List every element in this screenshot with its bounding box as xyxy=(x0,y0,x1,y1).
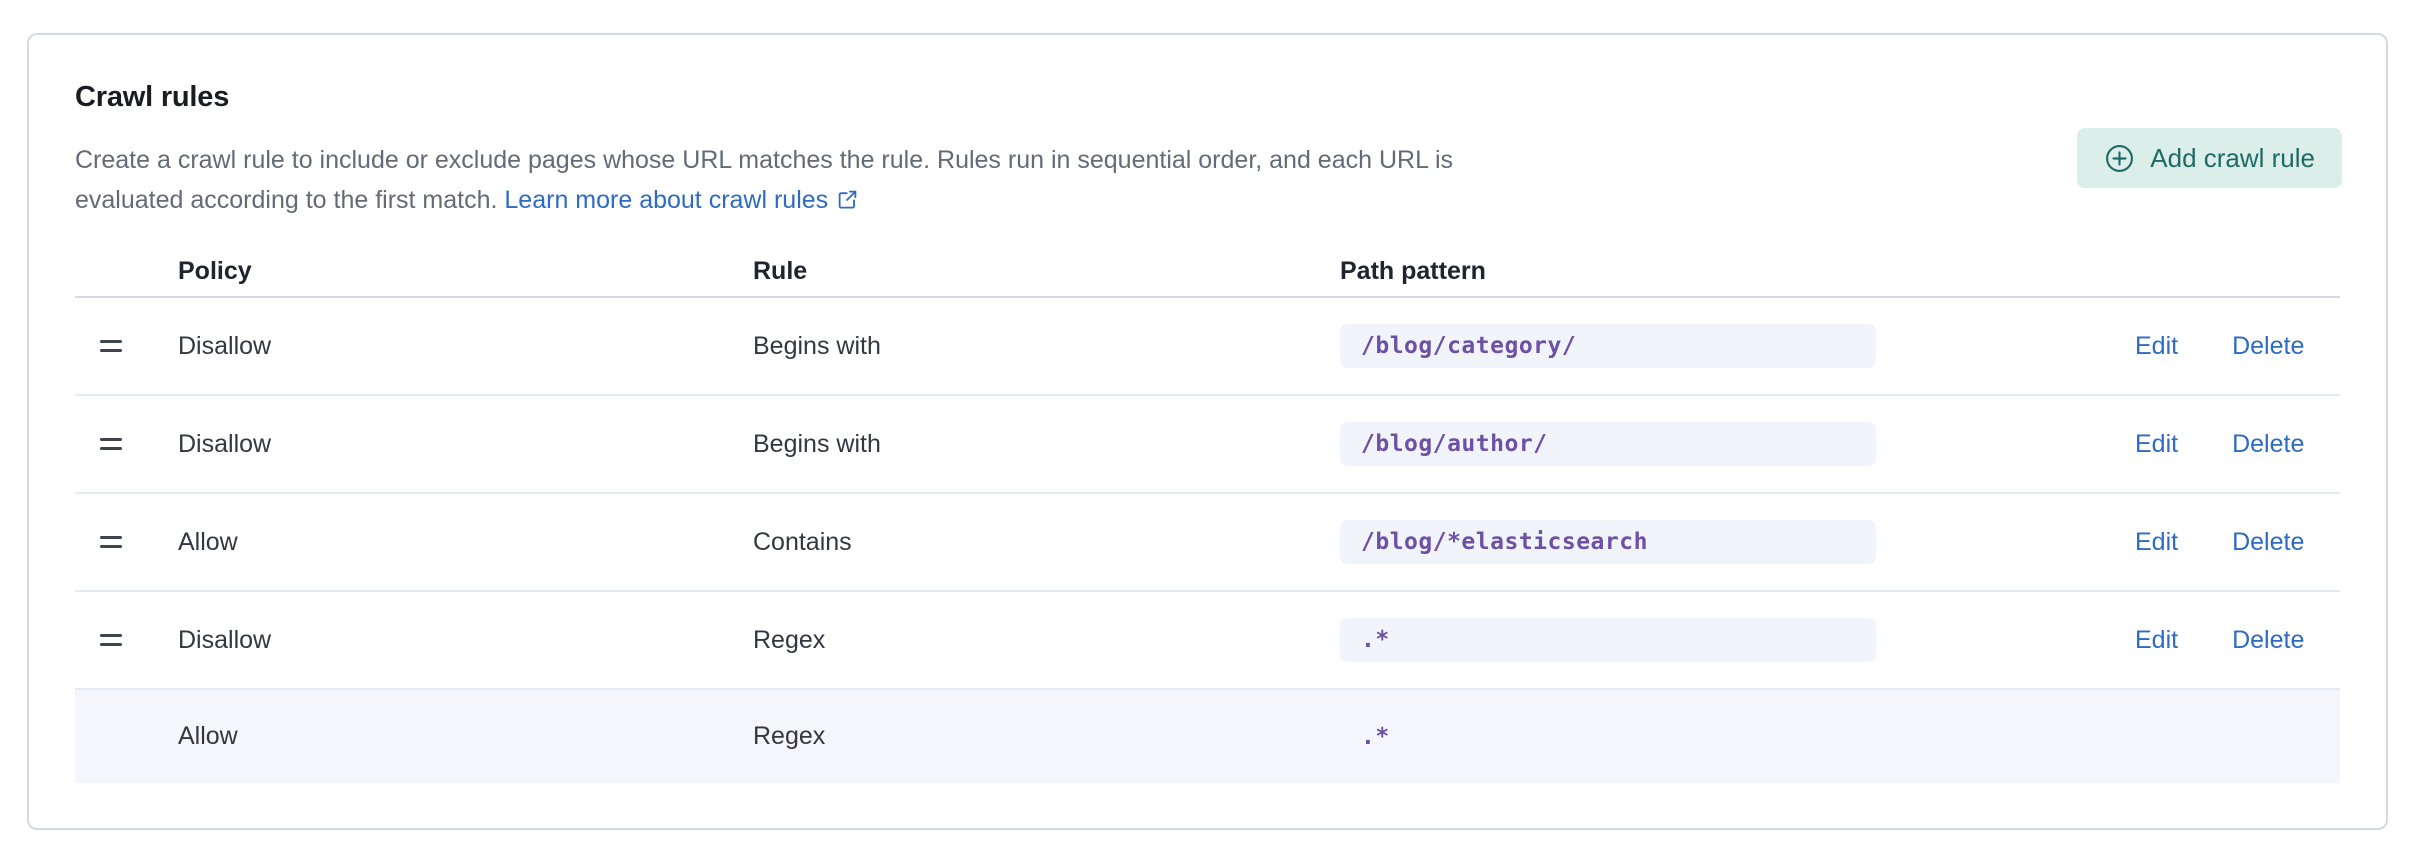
column-header-rule: Rule xyxy=(753,256,808,285)
table-row: Allow Contains/blog/*elasticsearch Edit Del… xyxy=(75,494,2340,592)
drag-handle-cell xyxy=(75,298,178,394)
drag-handle-icon[interactable] xyxy=(100,634,122,646)
rule-cell: Regex xyxy=(753,625,826,654)
drag-handle-cell xyxy=(75,690,178,783)
policy-cell: Disallow xyxy=(178,429,272,458)
drag-handle-cell xyxy=(75,494,178,590)
delete-link[interactable]: Delete xyxy=(2232,625,2305,654)
row-actions: Edit Delete xyxy=(2135,332,2340,361)
table-row: Disallow Regex .* Edit Delete xyxy=(75,592,2340,690)
drag-handle-icon[interactable] xyxy=(100,340,122,352)
row-actions: Edit Delete xyxy=(2135,430,2340,459)
delete-link[interactable]: Delete xyxy=(2232,527,2305,556)
row-actions: Edit Delete xyxy=(2135,528,2340,557)
column-header-policy: Policy xyxy=(178,256,252,285)
rule-cell: Begins with xyxy=(753,331,881,360)
crawl-rules-panel: Crawl rules Create a crawl rule to inclu… xyxy=(27,33,2388,830)
rule-cell: Contains xyxy=(753,527,852,556)
row-actions: Edit Delete xyxy=(2135,626,2340,655)
add-crawl-rule-label: Add crawl rule xyxy=(2150,142,2315,173)
page-title: Crawl rules xyxy=(75,81,230,113)
external-link-icon xyxy=(838,190,857,209)
drag-handle-icon[interactable] xyxy=(100,438,122,450)
policy-cell: Allow xyxy=(178,527,238,556)
edit-link[interactable]: Edit xyxy=(2135,527,2179,556)
add-crawl-rule-button[interactable]: Add crawl rule xyxy=(2077,128,2342,188)
rule-cell: Regex xyxy=(753,722,826,750)
path-pattern-cell: .* xyxy=(1340,722,2135,751)
description-line-2: evaluated according to the first match. xyxy=(75,186,498,214)
policy-cell: Allow xyxy=(178,722,238,750)
path-pattern-cell: /blog/author/ xyxy=(1340,422,2135,466)
delete-link[interactable]: Delete xyxy=(2232,429,2305,458)
path-pattern-code: /blog/category/ xyxy=(1340,324,1876,368)
drag-handle-icon[interactable] xyxy=(100,536,122,548)
learn-more-link[interactable]: Learn more about crawl rules xyxy=(504,186,858,214)
drag-handle-cell xyxy=(75,592,178,688)
edit-link[interactable]: Edit xyxy=(2135,331,2179,360)
path-pattern-code: /blog/*elasticsearch xyxy=(1340,520,1876,564)
table-row: Allow Regex .* xyxy=(75,690,2340,783)
path-pattern-code: /blog/author/ xyxy=(1340,422,1876,466)
path-pattern-cell: /blog/*elasticsearch xyxy=(1340,520,2135,564)
learn-more-label: Learn more about crawl rules xyxy=(504,186,829,214)
policy-cell: Disallow xyxy=(178,625,272,654)
rule-cell: Begins with xyxy=(753,429,881,458)
plus-in-circle-icon xyxy=(2106,144,2134,172)
path-pattern-cell: /blog/category/ xyxy=(1340,324,2135,368)
drag-handle-cell xyxy=(75,396,178,492)
panel-description: Create a crawl rule to include or exclud… xyxy=(75,140,1875,220)
edit-link[interactable]: Edit xyxy=(2135,429,2179,458)
description-line-1: Create a crawl rule to include or exclud… xyxy=(75,146,1454,174)
table-row: Disallow Begins with/blog/author/Edit Dele… xyxy=(75,396,2340,494)
column-header-path-pattern: Path pattern xyxy=(1340,256,1486,285)
table-header-row: Policy Rule Path pattern xyxy=(75,240,2340,298)
delete-link[interactable]: Delete xyxy=(2232,331,2305,360)
table-row: Disallow Begins with/blog/category/Edit De… xyxy=(75,298,2340,396)
path-pattern-cell: .* xyxy=(1340,618,2135,662)
policy-cell: Disallow xyxy=(178,331,272,360)
path-pattern-code: .* xyxy=(1361,724,1390,750)
path-pattern-code: .* xyxy=(1340,618,1876,662)
edit-link[interactable]: Edit xyxy=(2135,625,2179,654)
